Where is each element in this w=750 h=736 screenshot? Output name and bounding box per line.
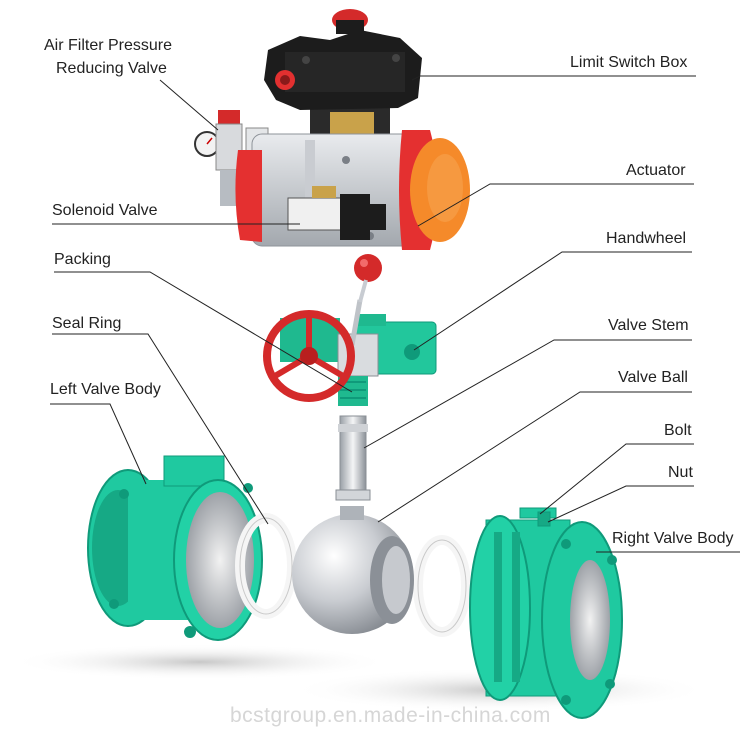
valve-stem — [335, 415, 371, 501]
label-valve-ball: Valve Ball — [618, 369, 688, 386]
label-handwheel: Handwheel — [606, 230, 687, 247]
label-limit-switch-box: Limit Switch Box — [570, 54, 688, 71]
label-left-valve-body: Left Valve Body — [50, 381, 161, 398]
label-solenoid-valve: Solenoid Valve — [52, 202, 158, 219]
leader-seal-ring — [52, 333, 269, 525]
label-packing: Packing — [54, 251, 111, 268]
label-air-filter-line2: Reducing Valve — [56, 60, 167, 77]
leader-valve-stem — [363, 339, 692, 449]
right-valve-body — [469, 515, 623, 719]
seal-ring-left — [235, 513, 297, 619]
label-bolt: Bolt — [664, 422, 692, 439]
limit-switch-box — [264, 9, 422, 138]
nut — [537, 511, 551, 527]
leader-valve-ball — [377, 391, 692, 523]
handwheel — [263, 310, 355, 402]
label-right-valve-body: Right Valve Body — [612, 530, 734, 547]
solenoid-valve — [287, 186, 386, 240]
label-actuator: Actuator — [626, 162, 686, 179]
leader-limit-switch — [411, 75, 696, 81]
label-nut: Nut — [668, 464, 693, 481]
gearbox — [280, 254, 437, 406]
label-valve-stem: Valve Stem — [608, 317, 689, 334]
seal-ring-right — [413, 535, 471, 637]
leader-left-body — [50, 403, 147, 485]
valve-ball — [292, 506, 414, 634]
leader-air-filter — [159, 79, 219, 131]
label-seal-ring: Seal Ring — [52, 315, 122, 332]
leader-nut — [547, 485, 694, 523]
ground-shadow-left — [10, 644, 390, 680]
leader-lines — [50, 75, 740, 553]
leader-bolt — [539, 443, 694, 515]
watermark: bcstgroup.en.made-in-china.com — [230, 704, 551, 727]
leader-packing — [54, 271, 353, 393]
leader-handwheel — [413, 251, 692, 351]
label-air-filter-line1: Air Filter Pressure — [44, 37, 173, 54]
left-valve-body — [87, 455, 263, 641]
leader-actuator — [417, 183, 694, 227]
